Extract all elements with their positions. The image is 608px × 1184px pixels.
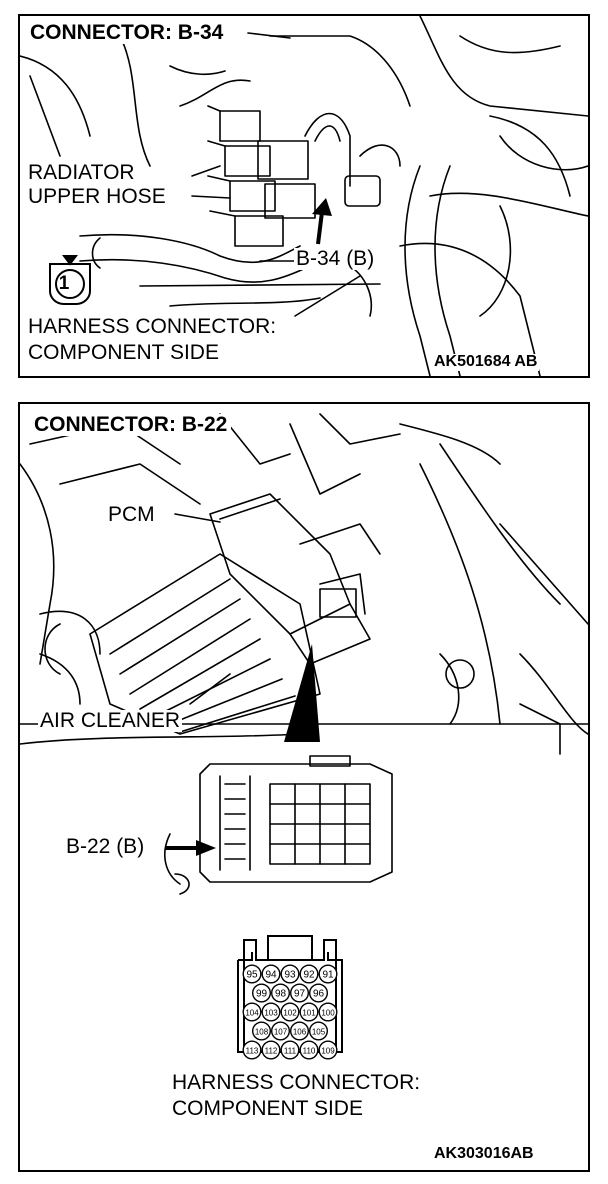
pin-102 [280,1002,300,1022]
pin-label-97: 97 [294,989,306,1000]
figure-code: AK501684 AB [432,353,540,371]
pin-label-92: 92 [303,970,315,981]
pin-label-91: 91 [322,970,334,981]
pin-92 [299,964,319,984]
pin-104 [242,1002,262,1022]
pin-label-96: 96 [313,989,325,1000]
radiator-label-line2: UPPER HOSE [26,185,168,209]
pin-110 [299,1040,319,1060]
radiator-label-line1: RADIATOR [26,161,137,185]
harness-label-line2: COMPONENT SIDE [170,1097,365,1121]
pin-label-105: 105 [312,1028,326,1037]
harness-label-line1: HARNESS CONNECTOR: [26,315,279,339]
pcm-label: PCM [106,503,157,527]
pin-label-98: 98 [275,989,287,1000]
harness-label-line1: HARNESS CONNECTOR: [170,1071,423,1095]
connector-label: B-34 (B) [294,247,377,271]
pin-label-112: 112 [265,1047,278,1056]
engine-bay-illustration-b22: 95 94 93 92 91 99 98 97 96 104 103 102 101 100 108 107 1… [20,413,588,1060]
pin-96 [309,983,329,1003]
pin-label-109: 109 [321,1047,335,1056]
pin-94 [261,964,281,984]
pin-111 [280,1040,300,1060]
pin-label-103: 103 [264,1009,278,1018]
pin-112 [261,1040,281,1060]
pin-label-106: 106 [293,1028,307,1037]
pin-93 [280,964,300,984]
pin-99 [251,983,271,1003]
pin-106 [290,1021,310,1041]
pin-number: 1 [58,273,70,294]
pin-109 [318,1040,338,1060]
callout-wedge [284,644,320,742]
pin-grid: 95 94 93 92 91 99 98 97 96 104 103 102 101 100 108 107 1… [242,964,338,1060]
pin-label-102: 102 [283,1009,297,1018]
pin-101 [299,1002,319,1022]
pin-113 [242,1040,262,1060]
figure-code: AK303016AB [432,1145,536,1163]
connector-arrow [312,198,332,245]
air-cleaner-label: AIR CLEANER [38,709,183,733]
connector-b22-panel: 95 94 93 92 91 99 98 97 96 104 103 102 101 100 108 107 1… [18,402,590,1172]
pin-label-95: 95 [246,970,258,981]
connector-arrow [165,840,216,856]
pin-label-101: 101 [302,1009,316,1018]
panel-title: CONNECTOR: B-34 [26,21,228,45]
engine-bay-illustration-b34 [20,16,588,376]
pin-label-111: 111 [284,1047,297,1056]
panel-title: CONNECTOR: B-22 [30,413,232,437]
pin-label-99: 99 [256,989,268,1000]
pin-91 [318,964,338,984]
pin-label-93: 93 [284,970,296,981]
pin-100 [318,1002,338,1022]
harness-label-line2: COMPONENT SIDE [26,341,221,365]
pin-108 [251,1021,271,1041]
pin-98 [270,983,290,1003]
pin-103 [261,1002,281,1022]
pin-97 [290,983,310,1003]
pin-95 [242,964,262,984]
connector-face-symbol [49,255,91,305]
pin-label-108: 108 [255,1028,269,1037]
pin-label-100: 100 [321,1009,335,1018]
connector-b34-panel: CONNECTOR: B-34 RADIATOR UPPER HOSE B-34… [18,14,590,378]
pin-label-104: 104 [245,1009,259,1018]
pin-107 [270,1021,290,1041]
pin-label-107: 107 [274,1028,288,1037]
pin-label-110: 110 [303,1047,316,1056]
connector-label: B-22 (B) [64,835,147,859]
pin-label-94: 94 [265,970,277,981]
pin-105 [309,1021,329,1041]
pin-label-113: 113 [246,1047,259,1056]
